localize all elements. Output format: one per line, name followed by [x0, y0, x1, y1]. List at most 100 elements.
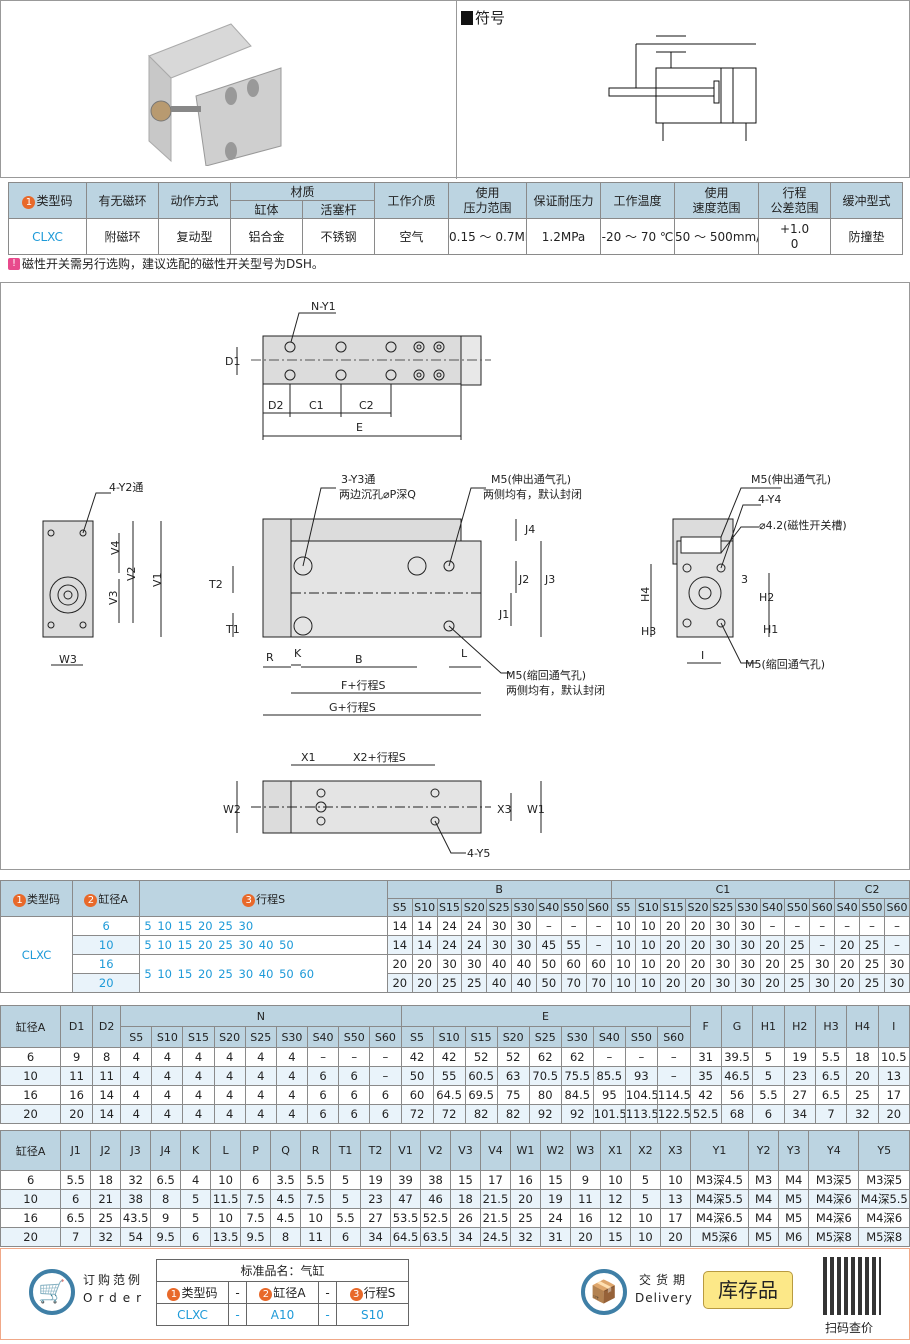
table-cell: – [809, 935, 836, 955]
table-cell: 16 [0, 1208, 62, 1228]
table-cell: 38 [120, 1189, 152, 1209]
table-cell: 5.5 [814, 1047, 848, 1067]
table-cell: 10 [0, 1066, 62, 1086]
qr-code[interactable] [823, 1257, 881, 1315]
header-cell: I [877, 1005, 910, 1048]
header-cell: H1 [752, 1005, 785, 1048]
table-cell: 39.5 [720, 1047, 754, 1067]
spec-h: 行程 公差范围 [758, 182, 832, 219]
label-d1: D1 [225, 355, 240, 368]
table-cell: 5 [180, 1208, 212, 1228]
spec-h: 活塞杆 [301, 200, 376, 219]
stroke-col-header: S60 [809, 898, 836, 917]
table-cell: 20 [685, 916, 711, 936]
stroke-col-header: S15 [464, 1026, 498, 1048]
header-cell: W1 [509, 1130, 541, 1171]
table-cell: 82 [464, 1104, 498, 1124]
table-cell: M6 [778, 1227, 810, 1247]
table-cell: M5 [748, 1227, 780, 1247]
table-cell: 4 [180, 1170, 212, 1190]
label-m5-retract-note: 两侧均有，默认封闭 [506, 683, 605, 697]
table-cell: – [369, 1047, 402, 1067]
table-cell: 19 [360, 1170, 392, 1190]
table-cell: 10 [635, 935, 662, 955]
table-cell: 19 [539, 1189, 571, 1209]
stroke-options: 5 10 15 20 25 30 [139, 916, 388, 936]
label-h1: H1 [763, 623, 778, 636]
table-cell: – [883, 935, 910, 955]
label-w2: W2 [223, 803, 241, 816]
stroke-col-header: S15 [182, 1026, 215, 1048]
table-cell: 25 [784, 954, 811, 974]
label-x3: X3 [497, 803, 512, 816]
table-cell: M4深5.5 [689, 1189, 750, 1209]
label-j3: J3 [544, 573, 555, 586]
label-w3: W3 [59, 653, 77, 666]
table-cell: 4 [120, 1104, 153, 1124]
table-cell: 4 [275, 1104, 309, 1124]
table-cell: 53.5 [390, 1208, 422, 1228]
label-switch-slot: ⌀4.2(磁性开关槽) [759, 518, 847, 532]
table-cell: 6 [180, 1227, 212, 1247]
table-cell: 75 [496, 1085, 530, 1105]
label-m5-extend: M5(伸出通气孔) [491, 472, 571, 486]
table-cell: M5 [778, 1208, 810, 1228]
table-cell: 4 [120, 1085, 153, 1105]
table-cell: 10 [610, 973, 637, 993]
table-cell: 20 [660, 954, 687, 974]
stroke-col-header: S20 [496, 1026, 530, 1048]
table-cell: 12 [599, 1208, 631, 1228]
header-cell: V4 [479, 1130, 511, 1171]
sep: - [318, 1281, 337, 1304]
bore: 6 [72, 916, 141, 936]
header-cell: V3 [450, 1130, 481, 1171]
header-cell: W2 [539, 1130, 571, 1171]
table-cell: 30 [511, 935, 537, 955]
spec-h: 工作介质 [374, 182, 450, 219]
table-cell: 6.5 [814, 1085, 848, 1105]
stroke-col-header: S5 [610, 898, 637, 917]
table-cell: 4 [213, 1085, 246, 1105]
spec-h: 缓冲型式 [830, 182, 904, 219]
stroke-col-header: S40 [834, 898, 861, 917]
table-cell: 5.5 [300, 1170, 332, 1190]
table-cell: 4 [244, 1047, 277, 1067]
stroke-col-header: S10 [432, 1026, 466, 1048]
label-h3: H3 [641, 625, 656, 638]
table-cell: 52.5 [420, 1208, 451, 1228]
table-cell: 10 [629, 1227, 661, 1247]
table-cell: 24 [461, 916, 488, 936]
table-cell: – [883, 916, 910, 936]
table-cell: 63 [496, 1066, 530, 1086]
label-y3-detail: 两边沉孔⌀P深Q [339, 488, 416, 501]
table-cell: 7.5 [240, 1189, 272, 1209]
table-cell: 30 [461, 954, 488, 974]
table-cell: 30 [709, 973, 736, 993]
table-cell: 62 [560, 1047, 594, 1067]
table-cell: 5 [629, 1189, 661, 1209]
note: !磁性开关需另行选购，建议选配的磁性开关型号为DSH。 [8, 255, 324, 272]
stroke-col-header: S60 [883, 898, 910, 917]
table-cell: 64.5 [432, 1085, 466, 1105]
table-cell: 13 [877, 1066, 910, 1086]
table-cell: 5.5 [330, 1208, 362, 1228]
label-m5-retract: M5(缩回通气孔) [506, 668, 586, 682]
table-cell: 30 [883, 954, 910, 974]
table-cell: 5 [629, 1170, 661, 1190]
table-cell: 9 [569, 1170, 601, 1190]
table-cell: 7.5 [240, 1208, 272, 1228]
symbol-title: 符号 [461, 7, 505, 28]
pneumatic-symbol [608, 35, 757, 141]
symbol-title-text: 符号 [475, 9, 506, 27]
table-cell: 30 [436, 954, 463, 974]
header-cell: V1 [390, 1130, 422, 1171]
table-cell: 30 [709, 916, 736, 936]
table-cell: 42 [400, 1047, 434, 1067]
table-cell: 20 [877, 1104, 910, 1124]
table-cell: 25 [784, 935, 811, 955]
header-cell: J3 [120, 1130, 152, 1171]
